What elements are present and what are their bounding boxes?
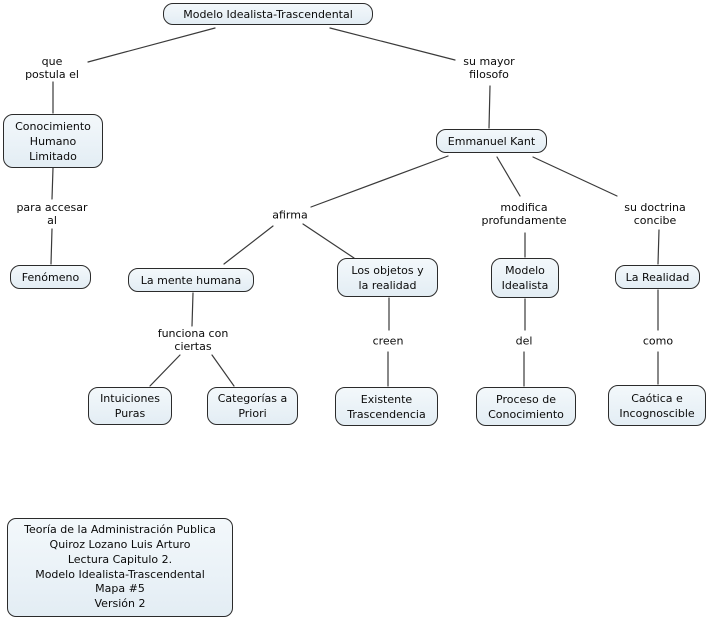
connector-sumayor-kant [488,85,491,129]
link-phrase-su-mayor-filosofo[interactable]: su mayor filosofo [461,55,517,81]
node-categorias-a-priori[interactable]: Categorías a Priori [207,387,298,425]
connector-root-sumayor [329,27,456,61]
link-phrase-funciona-con-ciertas[interactable]: funciona con ciertas [155,327,231,353]
node-emmanuel-kant[interactable]: Emmanuel Kant [436,129,547,153]
connector-doctrina-realidad [657,229,660,265]
connector-afirma-mente [223,225,274,265]
node-la-mente-humana[interactable]: La mente humana [128,268,254,292]
connector-mente-funciona [191,292,194,327]
connector-kant-doctrina [532,156,618,197]
node-intuiciones-puras[interactable]: Intuiciones Puras [88,387,172,425]
node-la-realidad[interactable]: La Realidad [615,265,700,289]
node-fenomeno[interactable]: Fenómeno [10,265,91,289]
link-phrase-que-postula-el[interactable]: que postula el [23,55,81,81]
info-box[interactable]: Teoría de la Administración Publica Quir… [7,518,233,617]
node-caotica-e-incognoscible[interactable]: Caótica e Incognoscible [608,385,706,426]
node-modelo-idealista-trascendental[interactable]: Modelo Idealista-Trascendental [163,3,373,25]
link-phrase-del[interactable]: del [513,334,535,348]
link-phrase-como[interactable]: como [640,334,676,348]
link-phrase-creen[interactable]: creen [370,334,406,348]
link-phrase-su-doctrina-concibe[interactable]: su doctrina concibe [622,201,688,227]
connector-funciona-intuiciones [149,354,181,387]
link-phrase-afirma[interactable]: afirma [270,208,310,222]
link-phrase-para-accesar-al[interactable]: para accesar al [14,201,90,227]
connector-conocimiento-para [51,167,54,200]
connector-kant-afirma [310,155,449,208]
node-conocimiento-humano-limitado[interactable]: Conocimiento Humano Limitado [3,114,103,168]
connector-funciona-categorias [211,354,235,387]
link-phrase-modifica-profundamente[interactable]: modifica profundamente [479,201,569,227]
node-modelo-idealista[interactable]: Modelo Idealista [491,258,559,298]
connector-para-fenomeno [50,228,53,265]
connector-root-que [87,27,216,63]
connector-afirma-objetos [302,223,355,259]
node-proceso-de-conocimiento[interactable]: Proceso de Conocimiento [476,387,576,426]
connector-kant-modifica [496,156,521,197]
node-los-objetos-y-la-realidad[interactable]: Los objetos y la realidad [337,258,438,297]
node-existente-trascendencia[interactable]: Existente Trascendencia [335,387,438,426]
